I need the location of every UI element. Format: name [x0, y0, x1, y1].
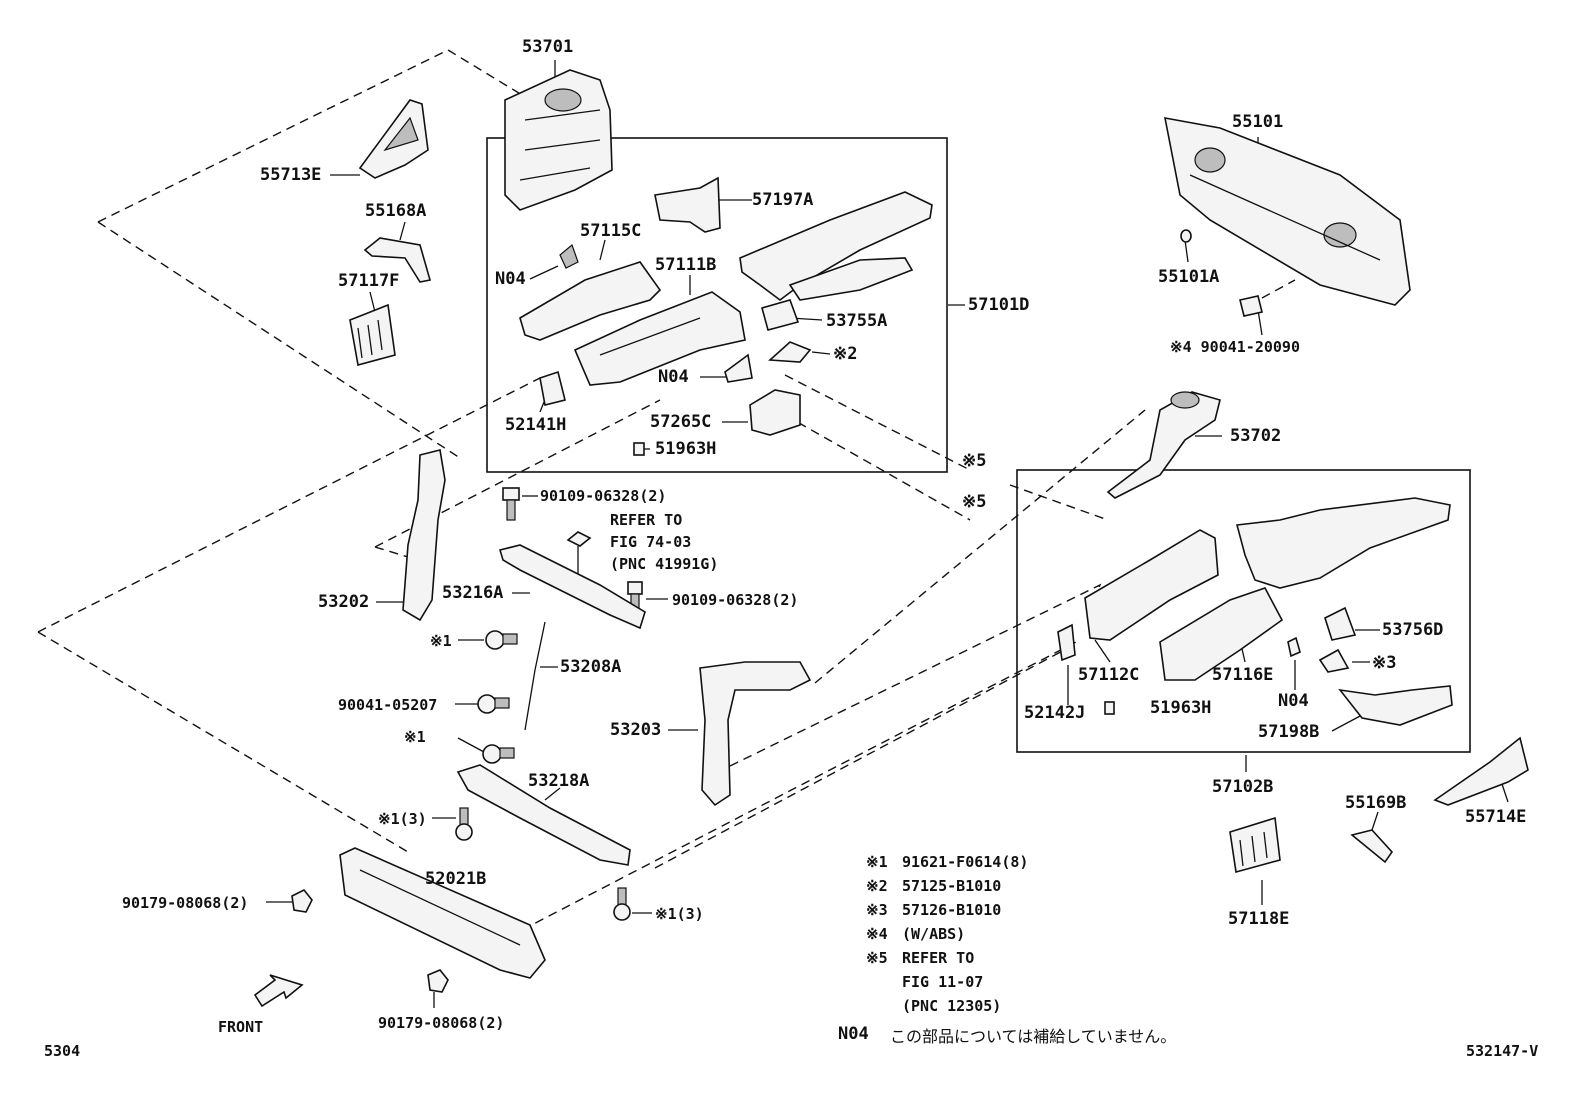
- part-label-57265C: 57265C: [650, 412, 712, 432]
- leader-lines: [266, 60, 1509, 1008]
- part-label-90179-b: 90179-08068(2): [378, 1014, 505, 1032]
- note-row: ※3 57126-B1010: [866, 898, 1028, 922]
- part-label-90109-a: 90109-06328(2): [540, 487, 667, 505]
- notes-legend: ※1 91621-F0614(8) ※2 57125-B1010 ※3 57126-B…: [866, 850, 1028, 1018]
- part-label-53756D: 53756D: [1382, 620, 1444, 640]
- part-label-52141H: 52141H: [505, 415, 567, 435]
- part-label-57112C: 57112C: [1078, 665, 1140, 685]
- part-label-57197A: 57197A: [752, 190, 814, 210]
- part-label-57101D: 57101D: [968, 295, 1030, 315]
- note-mark: ※4: [866, 925, 888, 943]
- part-label-57118E: 57118E: [1228, 909, 1290, 929]
- part-label-90041-20090: ※4 90041-20090: [1170, 338, 1300, 356]
- note-text: REFER TO: [902, 949, 975, 967]
- part-label-53702: 53702: [1230, 426, 1282, 446]
- part-label-57116E: 57116E: [1212, 665, 1274, 685]
- assembly-box-57101D: [486, 137, 948, 473]
- note-row: ※5 REFER TO: [866, 946, 1028, 970]
- part-label-57111B: 57111B: [655, 255, 717, 275]
- note-row: FIG 11-07: [866, 970, 1028, 994]
- n04-note-text: この部品については補給していません。: [890, 1027, 1177, 1046]
- note-text: FIG 11-07: [902, 973, 984, 991]
- part-label-n04-c: N04: [1278, 691, 1309, 711]
- part-label-53218A: 53218A: [528, 771, 590, 791]
- note-mark: ※2: [866, 877, 888, 895]
- part-label-n04-b: N04: [658, 367, 689, 387]
- refer-74-line1: REFER TO: [610, 511, 683, 529]
- note-tag-5a: ※5: [962, 451, 987, 471]
- part-label-57102B: 57102B: [1212, 777, 1274, 797]
- note-row: ※2 57125-B1010: [866, 874, 1028, 898]
- part-label-53755A: 53755A: [826, 311, 888, 331]
- note-tag-5b: ※5: [962, 492, 987, 512]
- part-label-53203: 53203: [610, 720, 662, 740]
- note-tag-3: ※3: [1372, 653, 1397, 673]
- part-label-57117F: 57117F: [338, 271, 400, 291]
- part-label-53208A: 53208A: [560, 657, 622, 677]
- front-indicator: FRONT: [218, 1018, 264, 1036]
- note-mark: ※5: [866, 949, 888, 967]
- note-text: (PNC 12305): [902, 997, 1002, 1015]
- part-label-55101A: 55101A: [1158, 267, 1220, 287]
- figure-code-left: 5304: [44, 1042, 81, 1060]
- note-text: 91621-F0614(8): [902, 853, 1029, 871]
- part-label-90179-a: 90179-08068(2): [122, 894, 249, 912]
- part-label-90109-b: 90109-06328(2): [672, 591, 799, 609]
- note-tag-1a: ※1: [430, 632, 452, 650]
- figure-code-right: 532147-V: [1466, 1042, 1539, 1060]
- refer-74-line2: FIG 74-03: [610, 533, 692, 551]
- note-tag-1b: ※1: [404, 728, 426, 746]
- part-shapes: [253, 69, 1529, 1008]
- part-label-53216A: 53216A: [442, 583, 504, 603]
- note-text: 57125-B1010: [902, 877, 1002, 895]
- note-text: (W/ABS): [902, 925, 966, 943]
- part-label-52142J: 52142J: [1024, 703, 1086, 723]
- part-label-55713E: 55713E: [260, 165, 322, 185]
- part-label-55168A: 55168A: [365, 201, 427, 221]
- part-label-55714E: 55714E: [1465, 807, 1527, 827]
- part-label-53701: 53701: [522, 37, 574, 57]
- note-tag-1c: ※1(3): [378, 810, 427, 828]
- part-label-52021B: 52021B: [425, 869, 487, 889]
- part-label-51963H-a: 51963H: [655, 439, 717, 459]
- refer-74-line3: (PNC 41991G): [610, 555, 719, 573]
- part-label-51963H-b: 51963H: [1150, 698, 1212, 718]
- note-row: ※1 91621-F0614(8): [866, 850, 1028, 874]
- part-label-55169B: 55169B: [1345, 793, 1407, 813]
- part-label-57115C: 57115C: [580, 221, 642, 241]
- note-text: 57126-B1010: [902, 901, 1002, 919]
- part-label-55101: 55101: [1232, 112, 1284, 132]
- part-label-53202: 53202: [318, 592, 370, 612]
- assembly-box-57102B: [1016, 469, 1471, 753]
- part-label-90041-05207: 90041-05207: [338, 696, 438, 714]
- part-label-57198B: 57198B: [1258, 722, 1320, 742]
- note-tag-1d: ※1(3): [655, 905, 704, 923]
- note-tag-2: ※2: [833, 344, 858, 364]
- note-mark: ※3: [866, 901, 888, 919]
- assembly-dash-lines: [37, 49, 1296, 931]
- n04-note-mark: N04: [838, 1024, 869, 1044]
- note-row: (PNC 12305): [866, 994, 1028, 1018]
- note-row: ※4 (W/ABS): [866, 922, 1028, 946]
- part-label-n04-a: N04: [495, 269, 526, 289]
- note-mark: ※1: [866, 853, 888, 871]
